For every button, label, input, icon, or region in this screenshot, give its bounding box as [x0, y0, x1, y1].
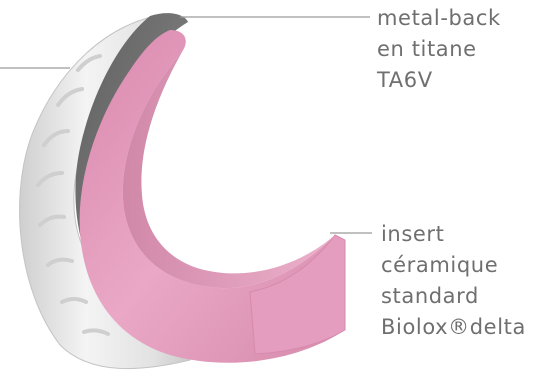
label-insert-line-2: céramique [381, 250, 526, 281]
label-metal-back-line-2: en titane [377, 34, 501, 65]
label-insert-line-1: insert [381, 219, 526, 250]
ceramic-insert-face [250, 235, 345, 354]
label-metal-back-line-3: TA6V [377, 65, 501, 96]
label-insert-line-4: Biolox®delta [381, 312, 526, 343]
label-metal-back-line-1: metal-back [377, 3, 501, 34]
label-insert: insert céramique standard Biolox®delta [381, 219, 526, 343]
label-metal-back: metal-back en titane TA6V [377, 3, 501, 96]
label-insert-line-3: standard [381, 281, 526, 312]
